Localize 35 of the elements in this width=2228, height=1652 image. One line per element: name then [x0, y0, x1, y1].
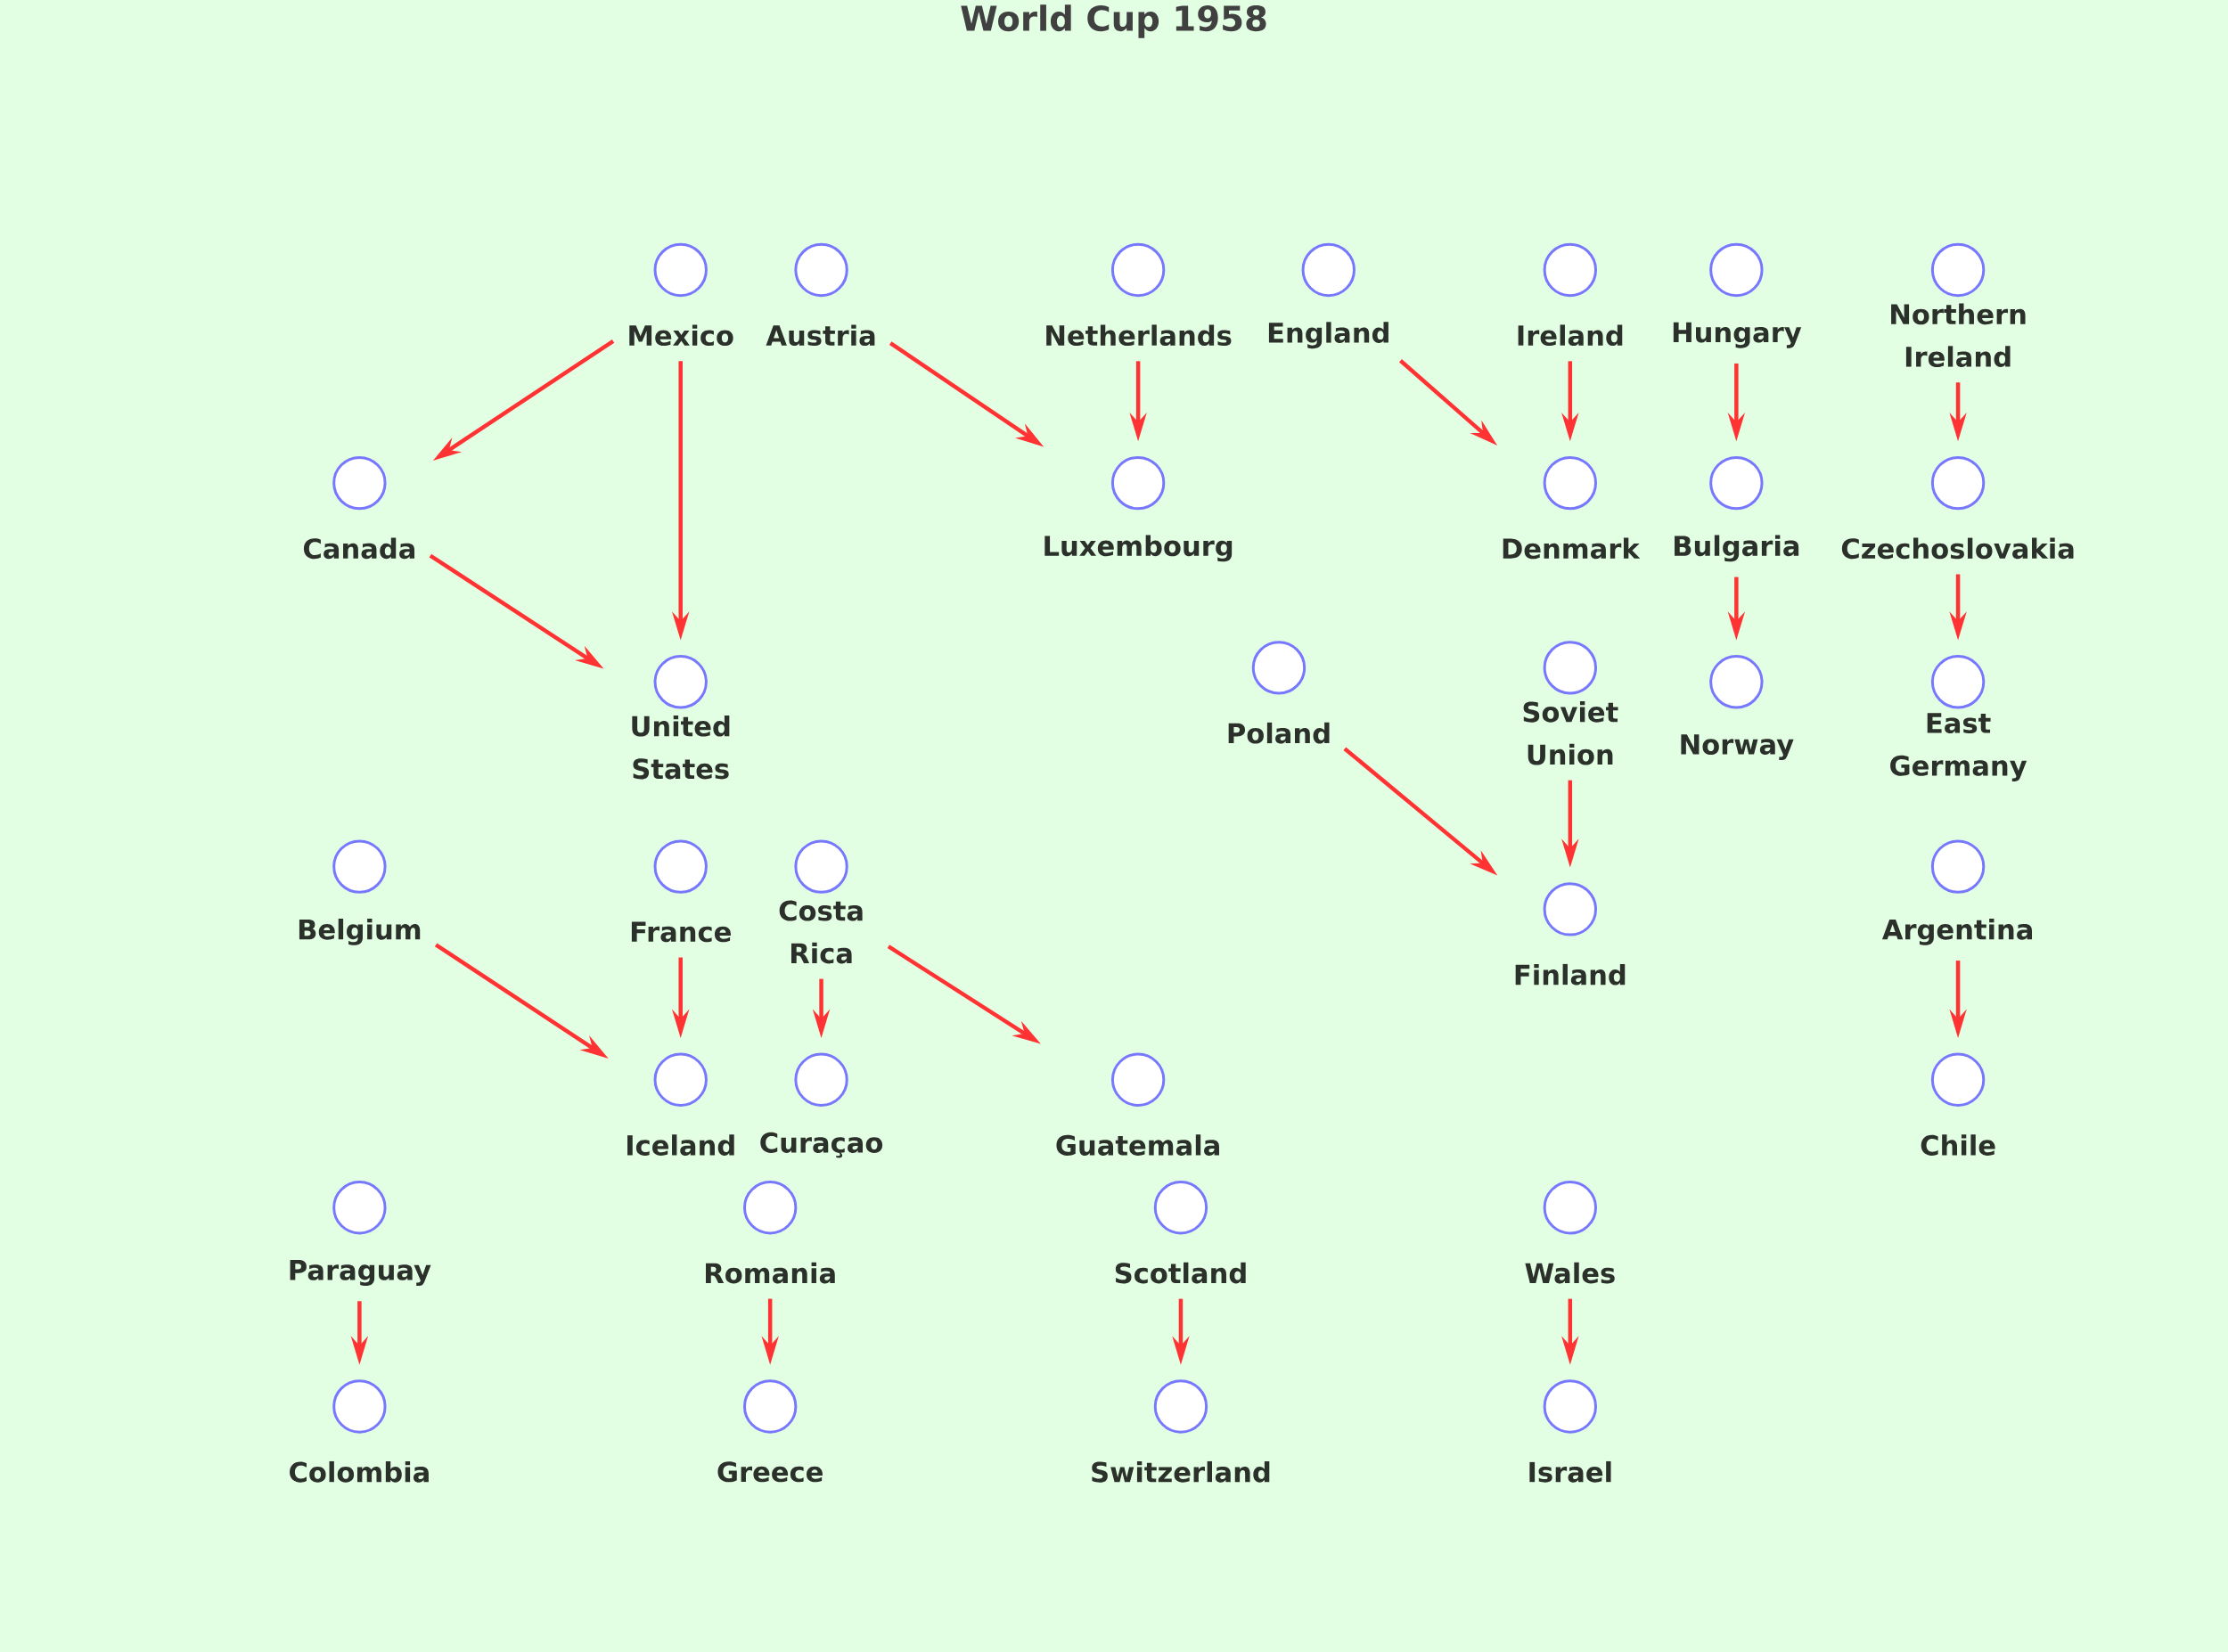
node-label: Argentina	[1881, 918, 2032, 945]
node-label: Norway	[1681, 734, 1794, 760]
node-label: Wales	[1525, 1262, 1615, 1284]
node-label: Luxembourg	[1044, 535, 1233, 562]
node-label: Soviet Union	[1523, 700, 1618, 765]
title: World Cup 1958	[961, 4, 1266, 38]
node-label: Paraguay	[290, 1260, 431, 1286]
node-label: Greece	[717, 1461, 823, 1483]
node-label: Denmark	[1503, 537, 1641, 560]
node-label: Bulgaria	[1675, 535, 1799, 562]
node-label: Netherlands	[1046, 324, 1232, 346]
node-label: Costa Rica	[779, 900, 863, 964]
node-label: Israel	[1529, 1460, 1611, 1483]
node-label: Colombia	[290, 1460, 429, 1483]
node-label: France	[631, 921, 731, 943]
node-label: Poland	[1228, 722, 1330, 744]
node-label: Curaçao	[760, 1132, 883, 1158]
node-label: United States	[632, 715, 730, 780]
node-label: Northern Ireland	[1891, 303, 2026, 367]
node-label: Hungary	[1673, 322, 1802, 348]
node-label: Finland	[1515, 963, 1626, 985]
node-label: Guatemala	[1056, 1134, 1219, 1156]
node-label: Austria	[766, 324, 875, 346]
node-label: Belgium	[299, 918, 421, 945]
node-label: Chile	[1921, 1134, 1995, 1156]
node-label: Mexico	[629, 324, 733, 346]
node-label: Czechoslovakia	[1841, 537, 2074, 560]
node-label: Ireland	[1518, 324, 1623, 346]
node-label: East Germany	[1890, 713, 2027, 781]
node-label: Switzerland	[1092, 1460, 1270, 1483]
node-label: Scotland	[1115, 1262, 1246, 1284]
node-label: Canada	[303, 537, 414, 560]
node-label: England	[1268, 322, 1388, 349]
node-label: Romania	[706, 1262, 835, 1284]
node-label: Iceland	[627, 1134, 734, 1156]
